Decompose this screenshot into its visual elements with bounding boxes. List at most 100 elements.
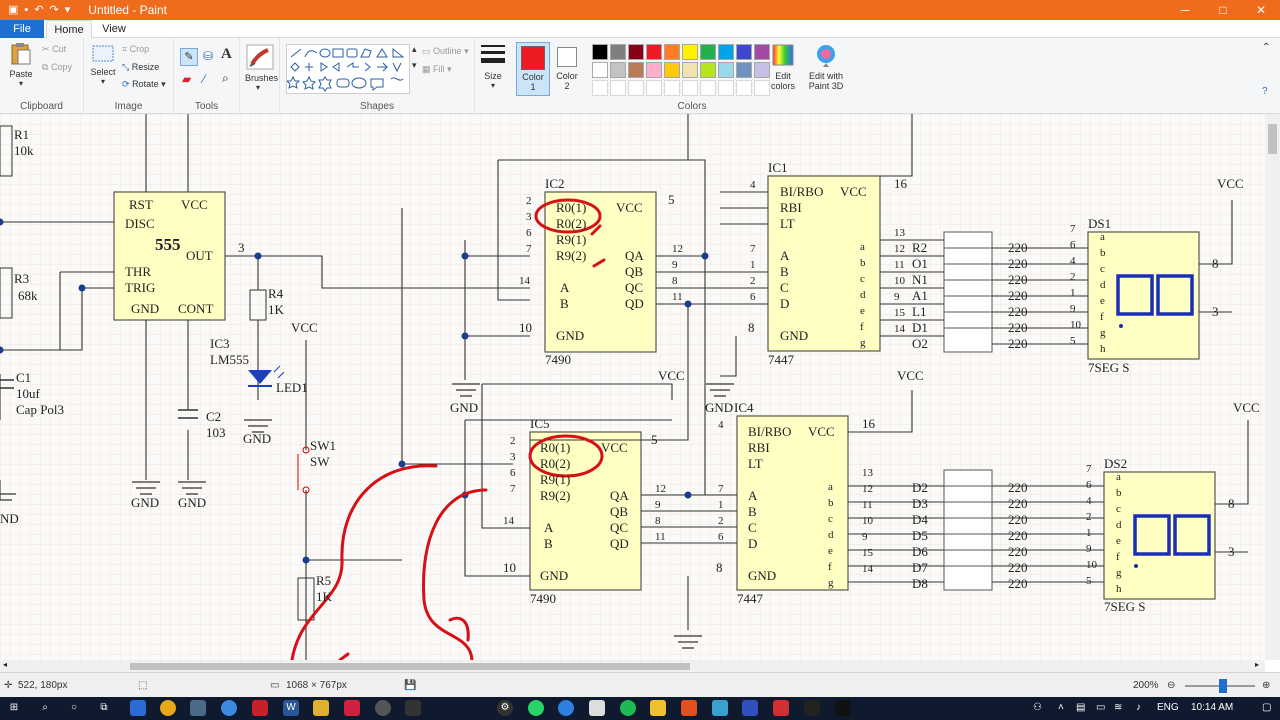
crop-button[interactable]: ⌗ Crop bbox=[122, 44, 149, 55]
network-icon[interactable]: ▤ bbox=[1076, 702, 1086, 713]
folder-icon[interactable] bbox=[313, 700, 329, 716]
app-icon-9[interactable] bbox=[405, 700, 421, 716]
palette-swatch[interactable] bbox=[664, 62, 680, 78]
paste-dropdown-icon[interactable]: ▾ bbox=[18, 79, 23, 88]
magnifier-icon[interactable]: ⌕ bbox=[222, 71, 229, 85]
eraser-icon[interactable]: ▰ bbox=[182, 72, 192, 86]
chrome-icon[interactable] bbox=[160, 700, 176, 716]
palette-swatch[interactable] bbox=[664, 44, 680, 60]
palette-swatch[interactable] bbox=[592, 62, 608, 78]
fill-bucket-icon[interactable]: ⛁ bbox=[203, 49, 214, 63]
text-tool-icon[interactable]: A bbox=[221, 46, 232, 62]
app-icon-12[interactable] bbox=[558, 700, 574, 716]
brushes-dropdown-icon[interactable]: ▾ bbox=[256, 83, 261, 92]
help-icon[interactable]: ? bbox=[1262, 86, 1268, 97]
vertical-scroll-thumb[interactable] bbox=[1268, 124, 1277, 154]
color2-button[interactable]: Color 2 bbox=[551, 42, 583, 96]
pencil-icon[interactable]: ✎ bbox=[180, 48, 198, 66]
palette-swatch[interactable] bbox=[592, 80, 608, 96]
resize-button[interactable]: ⤡ Resize bbox=[122, 62, 159, 73]
palette-swatch[interactable] bbox=[664, 80, 680, 96]
palette-swatch[interactable] bbox=[700, 80, 716, 96]
palette-swatch[interactable] bbox=[628, 80, 644, 96]
scroll-right-icon[interactable]: ▸ bbox=[1255, 660, 1260, 669]
people-icon[interactable]: ⚇ bbox=[1033, 702, 1042, 713]
wifi-icon[interactable]: ≋ bbox=[1114, 702, 1123, 713]
shapes-scroll-down-icon[interactable]: ▾ bbox=[412, 60, 417, 70]
palette-swatch[interactable] bbox=[718, 62, 734, 78]
select-dropdown-icon[interactable]: ▾ bbox=[100, 77, 105, 86]
battery-icon[interactable]: ▭ bbox=[1096, 702, 1106, 713]
palette-swatch[interactable] bbox=[610, 62, 626, 78]
palette-swatch[interactable] bbox=[592, 44, 608, 60]
app-icon-17[interactable] bbox=[712, 700, 728, 716]
pdf-icon[interactable] bbox=[252, 700, 268, 716]
whatsapp-icon[interactable] bbox=[528, 700, 544, 716]
tiktok-icon[interactable] bbox=[835, 700, 851, 716]
edit-with-paint3d-button[interactable]: Edit with Paint 3D bbox=[804, 42, 848, 98]
app-icon-16[interactable] bbox=[681, 700, 697, 716]
redo-icon[interactable]: ↷ bbox=[49, 4, 59, 16]
palette-swatch[interactable] bbox=[700, 44, 716, 60]
customize-toolbar-icon[interactable]: ▾ bbox=[64, 4, 71, 16]
brushes-group[interactable]: Brushes ▾ bbox=[240, 38, 280, 114]
app-icon-19[interactable] bbox=[773, 700, 789, 716]
app-icon-18[interactable] bbox=[742, 700, 758, 716]
zoom-out-button[interactable]: ⊖ bbox=[1167, 680, 1176, 691]
size-dropdown-icon[interactable]: ▾ bbox=[490, 81, 495, 90]
palette-swatch[interactable] bbox=[754, 62, 770, 78]
palette-swatch[interactable] bbox=[736, 80, 752, 96]
notes-icon[interactable] bbox=[650, 700, 666, 716]
drawing-canvas[interactable]: R1 10k R3 68k C1 10uf Cap Pol3 ND RST VC… bbox=[0, 114, 1265, 660]
palette-swatch[interactable] bbox=[700, 62, 716, 78]
undo-icon[interactable]: ↶ bbox=[34, 4, 44, 16]
palette-swatch[interactable] bbox=[682, 44, 698, 60]
color1-button[interactable]: Color 1 bbox=[516, 42, 550, 96]
paste-button[interactable]: Paste ▾ bbox=[6, 42, 36, 92]
tab-home[interactable]: Home bbox=[46, 20, 92, 38]
media-icon[interactable] bbox=[344, 700, 360, 716]
shapes-scroll-icon[interactable]: ▴ bbox=[412, 44, 417, 54]
tray-overflow-icon[interactable]: ˄ bbox=[1058, 702, 1064, 713]
minimize-button[interactable]: ─ bbox=[1180, 3, 1190, 17]
tab-file[interactable]: File bbox=[0, 20, 44, 38]
vertical-scrollbar[interactable] bbox=[1265, 114, 1280, 660]
rotate-button[interactable]: ⟳ Rotate ▾ bbox=[122, 79, 166, 89]
palette-swatch[interactable] bbox=[718, 44, 734, 60]
search-icon[interactable]: ⌕ bbox=[42, 702, 48, 713]
zoom-slider-thumb[interactable] bbox=[1219, 679, 1227, 693]
horizontal-scrollbar[interactable]: ◂ ▸ bbox=[0, 660, 1265, 672]
notepad-icon[interactable] bbox=[589, 700, 605, 716]
paint-taskbar-icon[interactable] bbox=[190, 700, 206, 716]
palette-swatch[interactable] bbox=[646, 80, 662, 96]
spotify-icon[interactable] bbox=[620, 700, 636, 716]
volume-icon[interactable]: ♪ bbox=[1136, 702, 1141, 713]
palette-swatch[interactable] bbox=[754, 44, 770, 60]
palette-swatch[interactable] bbox=[682, 80, 698, 96]
tab-view[interactable]: View bbox=[102, 23, 126, 35]
outline-button[interactable]: ▭ Outline ▾ bbox=[422, 46, 469, 56]
color-picker-icon[interactable]: ⁄ bbox=[203, 72, 206, 86]
palette-swatch[interactable] bbox=[628, 44, 644, 60]
palette-swatch[interactable] bbox=[754, 80, 770, 96]
app-icon-8[interactable] bbox=[375, 700, 391, 716]
edit-colors-button[interactable]: Edit colors bbox=[766, 42, 800, 98]
cut-button[interactable]: ✂ Cut bbox=[42, 44, 66, 55]
zoom-in-button[interactable]: ⊕ bbox=[1262, 680, 1271, 691]
app-icon-20[interactable] bbox=[804, 700, 820, 716]
clock[interactable]: 10:14 AM bbox=[1191, 702, 1234, 713]
browser-icon[interactable] bbox=[221, 700, 237, 716]
copy-button[interactable]: ⧉ Copy bbox=[42, 62, 72, 73]
cortana-icon[interactable]: ○ bbox=[70, 702, 78, 713]
select-button[interactable]: Select ▾ bbox=[88, 44, 118, 86]
save-icon[interactable]: ▪ bbox=[24, 4, 29, 16]
fill-button[interactable]: ▦ Fill ▾ bbox=[422, 64, 452, 74]
palette-swatch[interactable] bbox=[610, 44, 626, 60]
horizontal-scroll-thumb[interactable] bbox=[130, 663, 690, 670]
language-indicator[interactable]: ENG bbox=[1157, 702, 1179, 713]
palette-swatch[interactable] bbox=[610, 80, 626, 96]
palette-swatch[interactable] bbox=[736, 62, 752, 78]
settings-icon[interactable]: ⚙ bbox=[497, 700, 513, 716]
palette-swatch[interactable] bbox=[646, 62, 662, 78]
taskbar-app-icon[interactable] bbox=[130, 700, 146, 716]
